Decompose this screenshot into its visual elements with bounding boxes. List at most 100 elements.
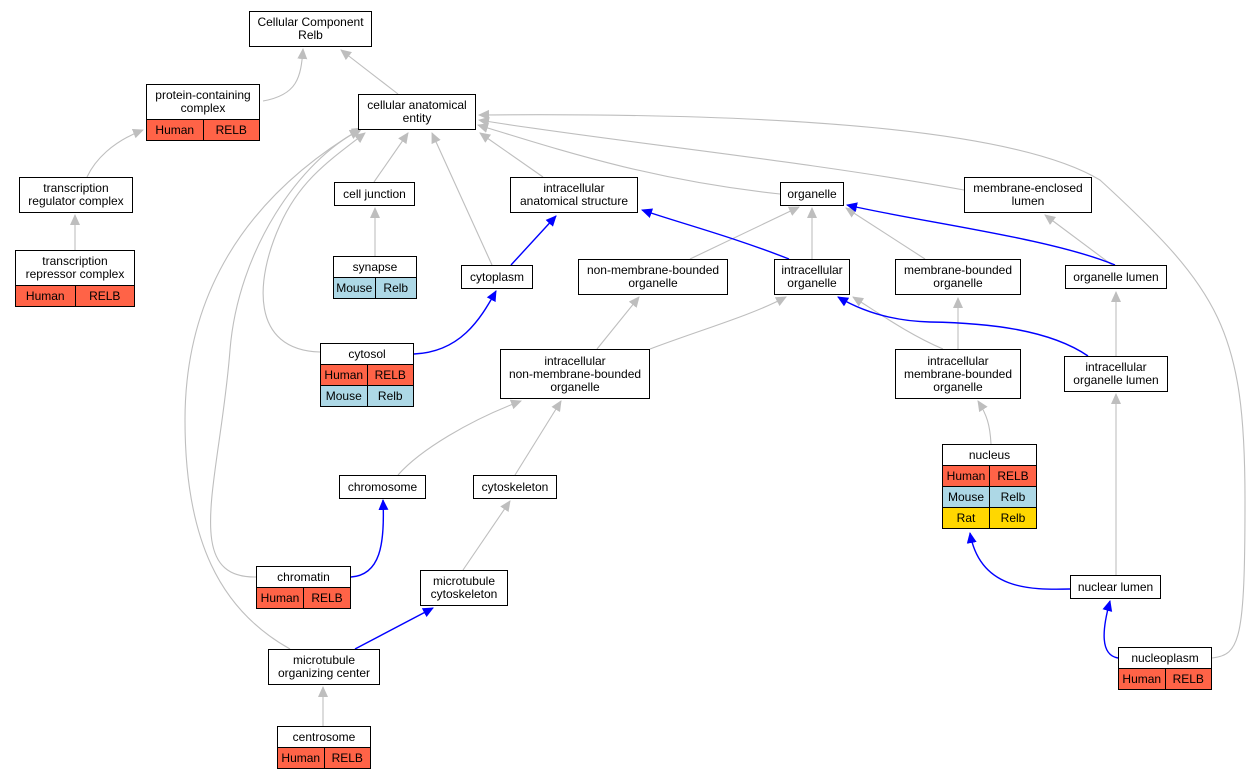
edge-part-of-io-to-ias [641,208,790,260]
edge-is-a-mtcs-to-cysk [462,500,511,571]
annotation-row: Mouse Relb [943,486,1036,507]
node-label: cell junction [343,186,406,201]
species-cell: Mouse [336,280,373,295]
edge-part-of-ol-to-org [846,202,1116,266]
edge-is-a-cae-to-root [340,49,399,95]
node-label: intracellular anatomical structure [519,181,629,208]
species-cell: Human [1122,671,1162,686]
node-label: synapse [352,259,398,274]
edge-is-a-nmbo-to-org [689,206,800,260]
node-label: chromatin [277,569,330,584]
node-label: nucleus [968,447,1011,462]
node-label: cytosol [348,346,386,361]
edge-is-a-cysk-to-inmbo [514,400,562,476]
node-cj[interactable]: cell junction [334,182,415,206]
node-mbo[interactable]: membrane-bounded organelle [895,259,1021,295]
gene-cell: Relb [989,487,1036,507]
edge-is-a-org-to-cae [477,123,781,195]
node-cysk[interactable]: cytoskeleton [473,475,557,499]
gene-cell: RELB [303,588,350,608]
node-label: non-membrane-bounded organelle [586,263,720,290]
node-label: nuclear lumen [1077,579,1154,594]
node-label: microtubule cytoskeleton [430,574,498,601]
gene-cell: RELB [74,286,135,306]
gene-cell: Relb [374,278,417,298]
node-ol[interactable]: organelle lumen [1065,265,1167,289]
edge-part-of-cytosol-to-cyto [413,290,497,355]
node-label: organelle [787,186,837,201]
edge-is-a-inmbo-to-nmbo [596,296,640,350]
edge-is-a-ias-to-cae [479,132,544,178]
edge-layer [70,48,1246,726]
edge-is-a-nuc-to-imbo [977,400,992,445]
node-label: cellular anatomical entity [367,98,467,125]
node-label: chromosome [347,479,418,494]
species-cell: Human [946,468,986,483]
edge-is-a-moc-to-cae [184,127,363,650]
species-cell: Human [25,288,65,303]
node-cyto[interactable]: cytoplasm [461,265,533,289]
node-label: centrosome [292,729,356,744]
edge-part-of-cyto-to-ias [510,215,557,266]
node-label: nucleoplasm [1131,650,1199,665]
node-root[interactable]: Cellular Component Relb [249,11,372,47]
edge-is-a-trc-to-pcc [86,128,144,178]
species-cell: Human [260,590,300,605]
gene-cell: RELB [989,466,1036,486]
species-cell: Mouse [947,489,985,504]
node-cae[interactable]: cellular anatomical entity [358,94,476,130]
node-nl[interactable]: nuclear lumen [1070,575,1161,599]
species-cell: Human [281,750,321,765]
edge-is-a-imbo-to-io [852,296,944,350]
node-ias[interactable]: intracellular anatomical structure [510,177,638,213]
node-label: protein-containing complex [155,88,251,115]
node-io[interactable]: intracellular organelle [774,259,850,295]
edge-part-of-iol-to-io [837,296,1089,357]
edge-is-a-mel-to-cae [478,116,965,191]
node-label: cytoplasm [469,269,525,284]
node-chrom[interactable]: chromosome [339,475,426,499]
node-label: transcription regulator complex [28,181,124,208]
edge-is-a-mbo-to-org [845,207,926,260]
node-label: microtubule organizing center [277,653,371,680]
node-label: organelle lumen [1073,269,1159,284]
edge-is-a-pcc-to-root [262,48,308,102]
node-trc[interactable]: transcription regulator complex [19,177,133,213]
node-imbo[interactable]: intracellular membrane-bounded organelle [895,349,1021,399]
node-label: transcription repressor complex [25,254,125,281]
edge-is-a-np-to-cae [478,109,1246,659]
node-mtcs[interactable]: microtubule cytoskeleton [420,570,508,606]
edge-part-of-moc-to-mtcs [354,607,434,650]
edge-part-of-chromatin-to-chrom [350,499,389,578]
species-cell: Human [155,122,195,137]
gene-cell: RELB [323,748,371,768]
node-iol[interactable]: intracellular organelle lumen [1064,356,1168,392]
edge-is-a-chrom-to-inmbo [397,399,522,476]
node-inmbo[interactable]: intracellular non-membrane-bounded organ… [500,349,650,399]
node-nmbo[interactable]: non-membrane-bounded organelle [578,259,728,295]
gene-cell: RELB [1164,669,1212,689]
node-mel[interactable]: membrane-enclosed lumen [964,177,1092,213]
node-org[interactable]: organelle [780,182,844,206]
edge-part-of-nl-to-nuc [966,532,1071,590]
node-moc[interactable]: microtubule organizing center [268,649,380,685]
edge-is-a-cytosol-to-cae [262,132,366,353]
node-label: intracellular membrane-bounded organelle [903,353,1013,394]
edge-is-a-cyto-to-cae [431,132,493,266]
